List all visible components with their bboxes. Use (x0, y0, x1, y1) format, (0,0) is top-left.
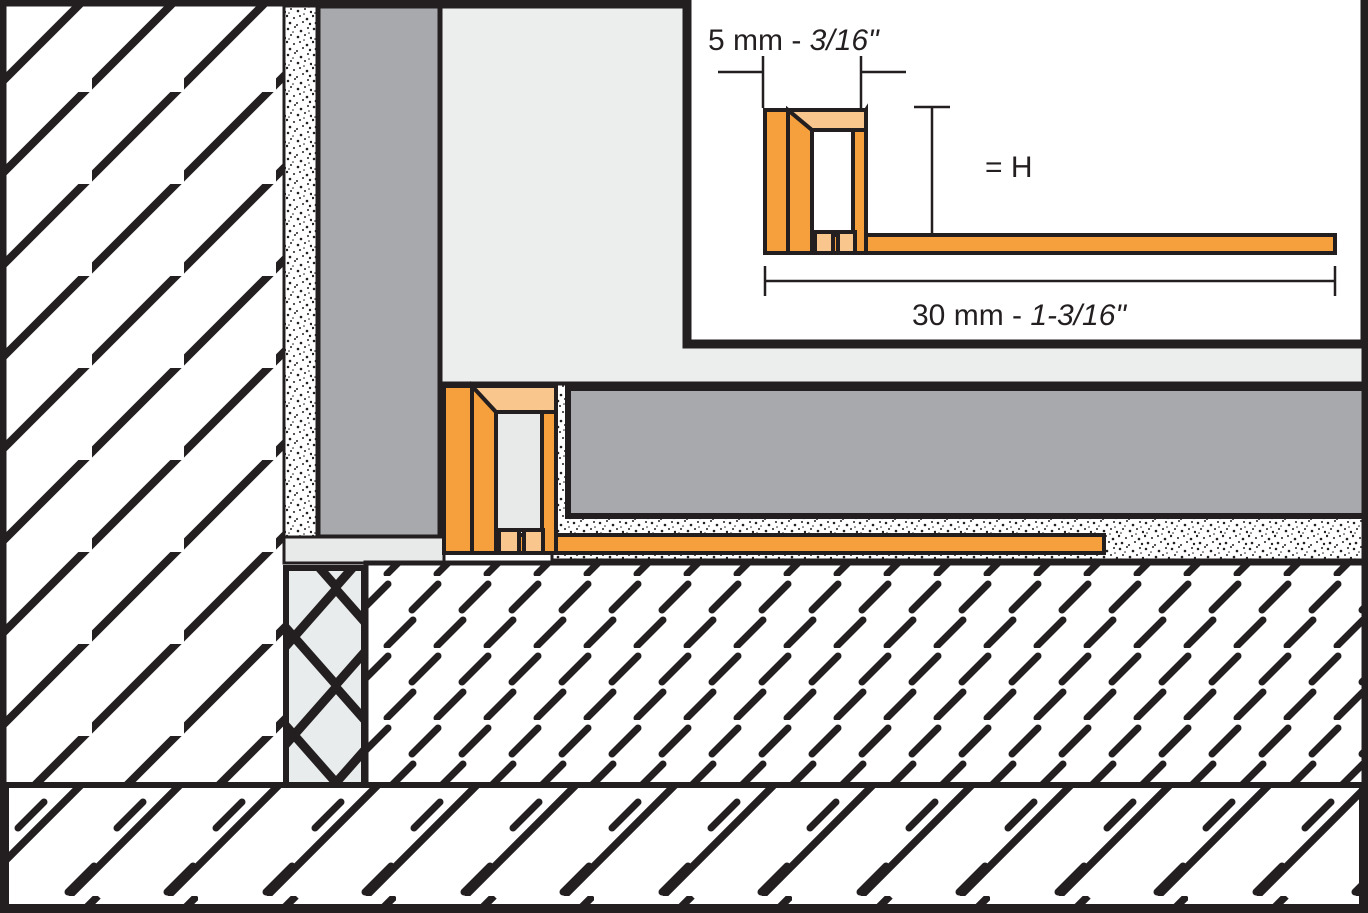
inset-detail-panel: 5 mm - 3/16" = H (682, 0, 1368, 349)
concrete-slab (363, 560, 1368, 788)
wall-thinset-mortar-layer (282, 4, 320, 539)
length-dimension-lines (763, 266, 1337, 296)
inset-profile-base-tab-right (836, 230, 857, 255)
edge-trim-profile-inset (763, 103, 1337, 255)
inset-length-label: 30 mm - 1-3/16" (912, 299, 1127, 332)
width-dimension-lines (718, 56, 906, 108)
edge-trim-profile-main (442, 380, 1106, 555)
wall-substrate (6, 6, 284, 785)
wall-tile (315, 3, 443, 540)
inset-profile-back-wall (763, 108, 790, 255)
inset-profile-top-cap (765, 108, 868, 132)
inset-panel-border (682, 0, 1368, 349)
floor-tile (565, 385, 1368, 519)
inset-profile-base-tab-left (813, 230, 835, 255)
inset-profile-hollow-core (810, 128, 855, 234)
profile-back-wall (442, 384, 474, 555)
profile-hollow-core (494, 410, 544, 532)
inset-profile-left-rib (786, 105, 814, 255)
inset-height-label: = H (985, 151, 1033, 184)
profile-left-rib (470, 380, 498, 555)
reinforced-concrete-slab (3, 782, 1365, 910)
profile-base-tab-left (497, 528, 521, 555)
inset-width-label: 5 mm - 3/16" (708, 24, 880, 57)
wall-tile-base-band (282, 535, 446, 565)
height-dimension-lines (914, 105, 950, 244)
profile-base-tab-right (522, 528, 545, 555)
perimeter-joint-insulation (283, 565, 367, 788)
profile-top-cap (444, 384, 558, 414)
